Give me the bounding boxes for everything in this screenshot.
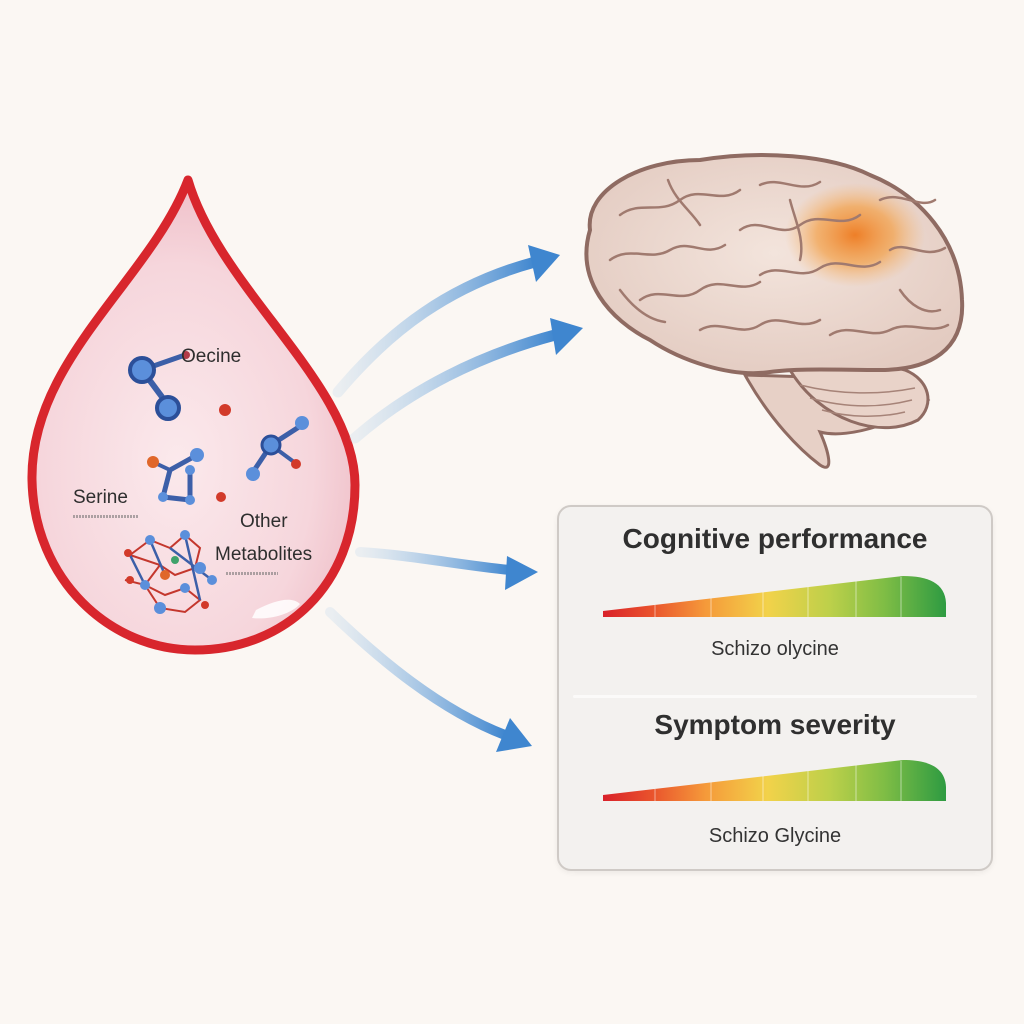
molecule-label-serine: Serine [73, 487, 128, 508]
cognitive-caption: Schizo olycine [711, 638, 839, 660]
molecule-right [246, 416, 309, 481]
brain-activity-hotspot [785, 183, 925, 287]
cognitive-performance-title: Cognitive performance [622, 523, 928, 554]
arrow-to-cognitive-panel [355, 547, 538, 590]
arrow-to-symptom-panel [325, 607, 532, 752]
molecule-label-metabolites: Metabolites [215, 544, 313, 565]
brain [584, 153, 965, 469]
blood-drop-outline [27, 175, 360, 655]
blood-drop [27, 175, 360, 655]
arrow-to-brain-lower [349, 318, 583, 444]
molecule-serine [147, 448, 226, 505]
panel-divider [573, 695, 977, 698]
molecule-glycine-like [128, 351, 231, 421]
symptom-severity-title: Symptom severity [654, 709, 896, 740]
metabolites-subtext-scribble [226, 572, 278, 575]
symptom-gradient-bar [603, 760, 946, 801]
molecule-cluster [124, 530, 217, 614]
outcomes-card: Cognitive performance Schizo olycine Sym… [557, 505, 993, 871]
arrow-to-brain-upper [332, 245, 560, 398]
symptom-caption: Schizo Glycine [708, 825, 842, 847]
drop-highlight [252, 599, 300, 619]
molecule-label-oecine: Oecine [181, 346, 242, 367]
molecule-label-other: Other [240, 511, 288, 532]
serine-subtext-scribble [73, 515, 139, 518]
cognitive-gradient-bar [603, 576, 946, 617]
